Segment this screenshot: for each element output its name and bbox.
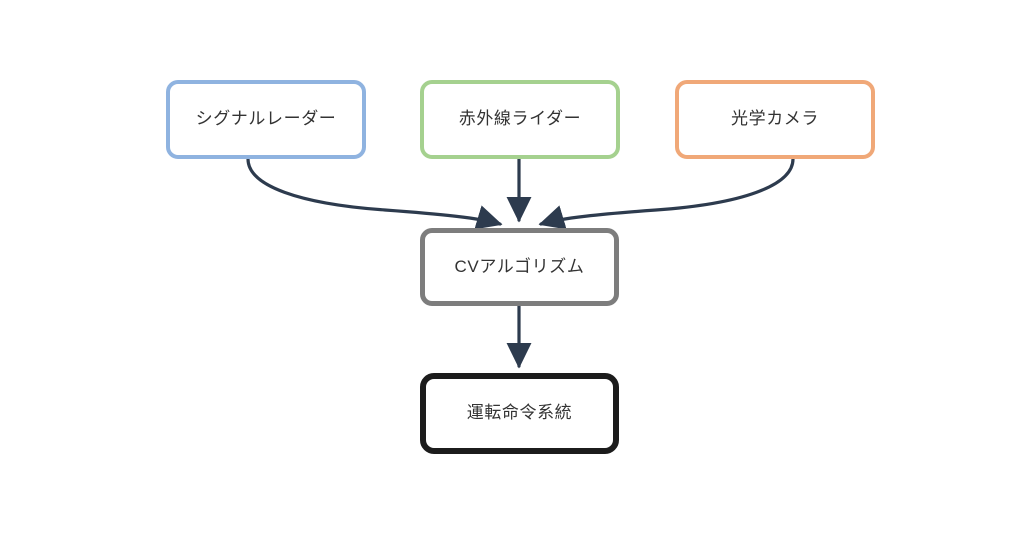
node-drive-command[interactable]: 運転命令系統 xyxy=(420,373,619,454)
node-label-cv-algorithm: CVアルゴリズム xyxy=(454,256,585,276)
node-signal-radar[interactable]: シグナルレーダー xyxy=(166,80,366,159)
edge-camera-to-cv xyxy=(538,157,795,230)
node-label-drive-command: 運転命令系統 xyxy=(466,403,573,423)
node-label-signal-radar: シグナルレーダー xyxy=(195,109,337,129)
node-cv-algorithm[interactable]: CVアルゴリズム xyxy=(420,228,619,306)
node-label-optical-camera: 光学カメラ xyxy=(731,109,819,129)
node-optical-camera[interactable]: 光学カメラ xyxy=(675,80,875,159)
node-label-infrared-lidar: 赤外線ライダー xyxy=(458,109,582,129)
edge-radar-to-cv xyxy=(246,157,503,230)
node-infrared-lidar[interactable]: 赤外線ライダー xyxy=(420,80,620,159)
